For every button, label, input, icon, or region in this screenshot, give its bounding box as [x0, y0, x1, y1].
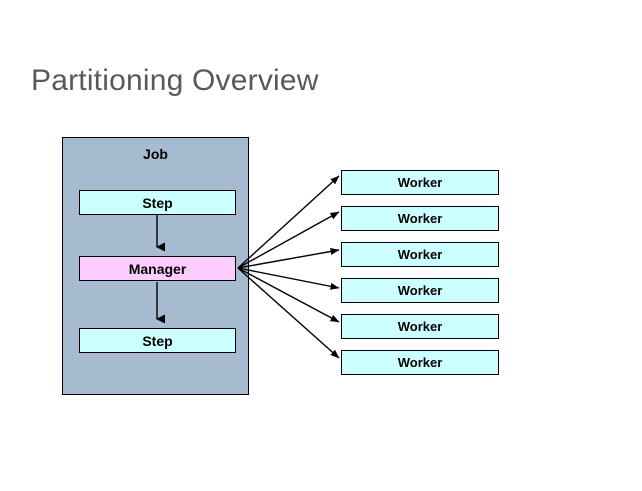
- worker-box[interactable]: Worker: [341, 314, 499, 339]
- node-step-top[interactable]: Step: [79, 190, 236, 215]
- worker-box[interactable]: Worker: [341, 242, 499, 267]
- job-container[interactable]: Job Step Manager Step: [62, 137, 249, 395]
- job-label: Job: [143, 146, 168, 162]
- node-manager[interactable]: Manager: [79, 256, 236, 281]
- connector-manager-to-worker: [237, 211, 340, 269]
- connector-manager-to-worker: [237, 267, 340, 323]
- worker-box[interactable]: Worker: [341, 170, 499, 195]
- connector-manager-to-worker: [237, 175, 340, 269]
- node-step-bottom[interactable]: Step: [79, 328, 236, 353]
- connector-manager-to-worker: [237, 248, 340, 269]
- worker-box[interactable]: Worker: [341, 350, 499, 375]
- worker-box[interactable]: Worker: [341, 206, 499, 231]
- connector-manager-to-worker: [237, 267, 340, 359]
- connector-manager-to-worker: [237, 267, 340, 290]
- worker-box[interactable]: Worker: [341, 278, 499, 303]
- page-title: Partitioning Overview: [31, 64, 319, 97]
